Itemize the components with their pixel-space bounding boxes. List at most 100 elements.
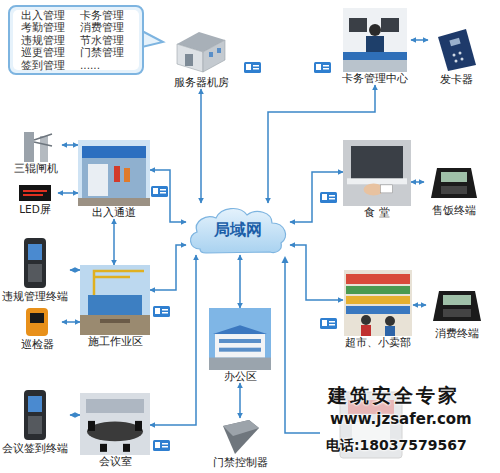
function-item: 节水管理 bbox=[80, 34, 131, 47]
meeting-terminal-node: 会议签到终端 bbox=[0, 388, 70, 455]
node-label: 服务器机房 bbox=[162, 76, 240, 89]
picture-area bbox=[12, 183, 58, 203]
network-link bbox=[290, 172, 343, 222]
function-item: ...... bbox=[80, 59, 131, 72]
meeting-illustration bbox=[80, 393, 150, 455]
node-label: 门禁控制器 bbox=[208, 456, 272, 469]
picture-area bbox=[12, 306, 62, 338]
function-item: 消费管理 bbox=[80, 21, 131, 34]
picture-area bbox=[428, 25, 484, 73]
node-label: 会议室 bbox=[80, 455, 150, 468]
network-link bbox=[113, 219, 115, 265]
picture-area bbox=[10, 128, 62, 162]
network-link bbox=[150, 255, 196, 425]
picture-area bbox=[80, 265, 150, 335]
handheld-illustration bbox=[21, 236, 49, 290]
node-label: 发卡器 bbox=[428, 73, 484, 86]
picture-area bbox=[0, 236, 70, 290]
pos-illustration bbox=[427, 160, 481, 204]
watermark-url: www.jzsafer.com bbox=[330, 410, 472, 428]
function-item: 出入管理 bbox=[21, 9, 72, 22]
network-link bbox=[411, 181, 424, 183]
site-illustration bbox=[80, 265, 150, 335]
node-label: 出入通道 bbox=[78, 206, 150, 219]
violation-terminal-node: 违规管理终端 bbox=[0, 236, 70, 303]
card-center-node: 卡务管理中心 bbox=[339, 8, 411, 85]
node-label: 消费终端 bbox=[426, 327, 488, 340]
picture-area bbox=[343, 270, 413, 336]
officephoto-illustration bbox=[343, 8, 407, 72]
picture-area bbox=[0, 388, 70, 442]
office-illustration bbox=[209, 308, 271, 370]
network-link bbox=[150, 245, 186, 290]
consume-terminal-node: 消费终端 bbox=[426, 283, 488, 340]
picture-area bbox=[343, 140, 411, 206]
node-label: 违规管理终端 bbox=[0, 290, 70, 303]
handheld-illustration bbox=[21, 388, 49, 442]
network-link bbox=[70, 414, 80, 416]
picture-area bbox=[78, 140, 150, 206]
network-link bbox=[239, 255, 241, 308]
network-link bbox=[150, 170, 186, 222]
node-label: 超市、小卖部 bbox=[343, 336, 413, 349]
led-illustration bbox=[18, 183, 52, 203]
canteen-illustration bbox=[343, 140, 411, 206]
picture-area bbox=[162, 28, 240, 76]
network-link bbox=[62, 321, 80, 323]
function-item: 巡更管理 bbox=[21, 46, 72, 59]
picture-area bbox=[208, 418, 272, 456]
turnstile-illustration bbox=[18, 128, 54, 162]
server-illustration bbox=[169, 28, 233, 76]
picture-area bbox=[424, 160, 484, 204]
node-label: 卡务管理中心 bbox=[339, 72, 411, 85]
patrol-illustration bbox=[24, 306, 50, 338]
picture-area bbox=[208, 308, 272, 370]
server-room-node: 服务器机房 bbox=[162, 28, 240, 89]
function-item: 门禁管理 bbox=[80, 46, 131, 59]
node-label: 办公区 bbox=[208, 370, 272, 383]
shop-node: 超市、小卖部 bbox=[343, 270, 413, 349]
network-link bbox=[290, 245, 343, 300]
worksite-node: 施工作业区 bbox=[80, 265, 150, 348]
patrol-device-node: 巡检器 bbox=[12, 306, 62, 351]
meal-terminal-node: 售饭终端 bbox=[424, 160, 484, 217]
lan-cloud: 局域网 bbox=[186, 203, 290, 255]
cloud-label: 局域网 bbox=[186, 203, 290, 240]
function-item: 签到管理 bbox=[21, 59, 72, 72]
shop-illustration bbox=[344, 270, 412, 336]
canteen-node: 食 堂 bbox=[343, 140, 411, 219]
card-issuer-node: 发卡器 bbox=[428, 25, 484, 86]
node-label: 巡检器 bbox=[12, 338, 62, 351]
watermark-title: 建筑安全专家 bbox=[328, 384, 460, 406]
gate-illustration bbox=[78, 140, 150, 206]
watermark-phone: 电话:18037579567 bbox=[326, 437, 467, 454]
function-bubble: 出入管理卡务管理考勤管理消费管理违规管理节水管理巡更管理门禁管理签到管理....… bbox=[8, 5, 144, 75]
node-label: 食 堂 bbox=[343, 206, 411, 219]
picture-area bbox=[80, 393, 150, 455]
turnstile-node: 三辊闸机 bbox=[10, 128, 62, 175]
bubble-tail bbox=[142, 31, 163, 47]
network-link bbox=[411, 39, 428, 41]
reader-illustration bbox=[432, 25, 480, 73]
office-area-node: 办公区 bbox=[208, 308, 272, 383]
network-link bbox=[413, 304, 426, 306]
led-screen-node: LED屏 bbox=[12, 183, 58, 216]
picture-area bbox=[339, 8, 411, 72]
meeting-room-node: 会议室 bbox=[80, 393, 150, 468]
entrance-node: 出入通道 bbox=[78, 140, 150, 219]
id-card-icons bbox=[151, 62, 337, 451]
picture-area bbox=[426, 283, 488, 327]
network-link bbox=[70, 269, 80, 271]
meter-link-head bbox=[282, 256, 289, 263]
function-item: 违规管理 bbox=[21, 34, 72, 47]
network-link bbox=[62, 144, 78, 146]
node-label: 施工作业区 bbox=[80, 335, 150, 348]
meter-link bbox=[285, 258, 320, 433]
node-label: 三辊闸机 bbox=[10, 162, 62, 175]
function-item: 考勤管理 bbox=[21, 21, 72, 34]
bubble-panel: 出入管理卡务管理考勤管理消费管理违规管理节水管理巡更管理门禁管理签到管理....… bbox=[13, 10, 139, 70]
node-label: 售饭终端 bbox=[424, 204, 484, 217]
network-link bbox=[239, 383, 241, 418]
function-item: 卡务管理 bbox=[80, 9, 131, 22]
